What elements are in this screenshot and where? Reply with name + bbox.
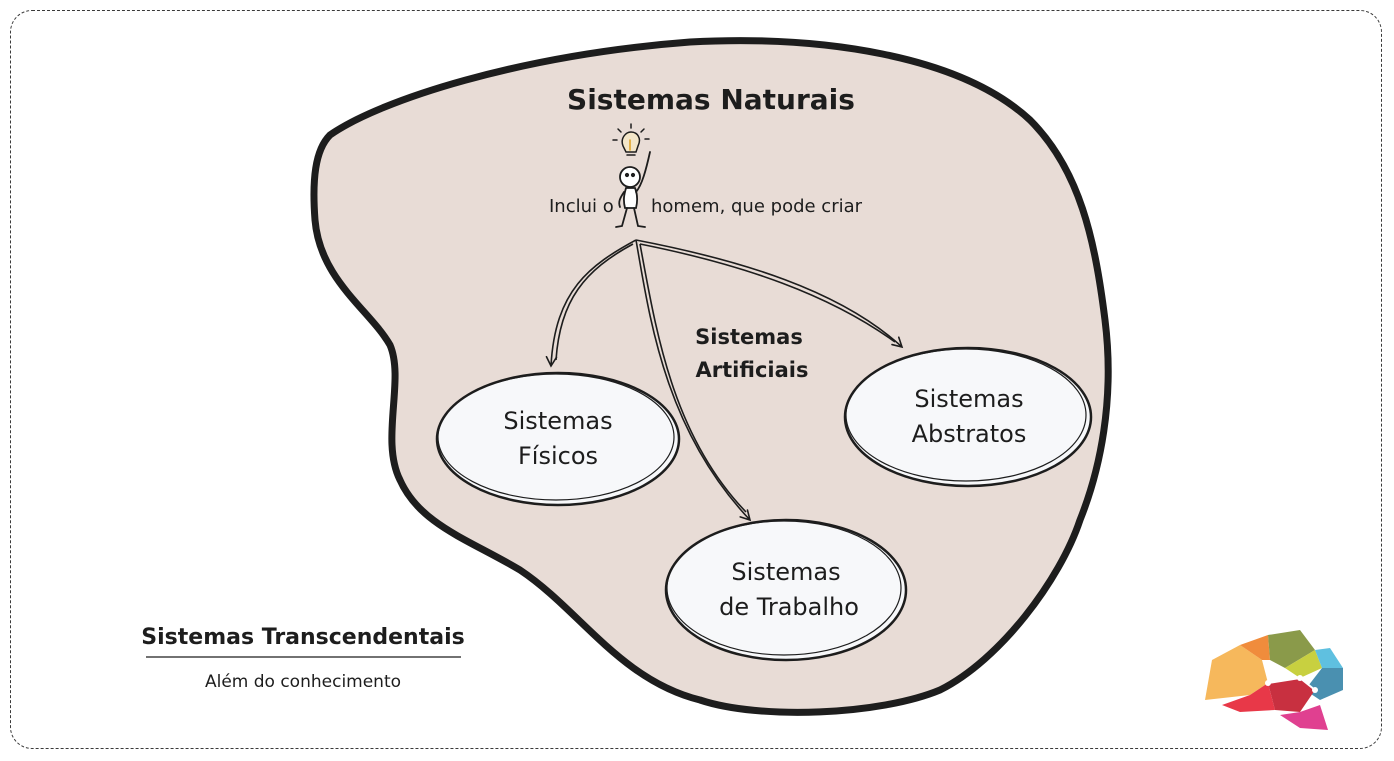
abstract-systems-node: Sistemas Abstratos — [843, 346, 1093, 488]
abstract-line1: Sistemas — [914, 385, 1023, 413]
physical-line2: Físicos — [518, 442, 598, 470]
artificial-label-line1: Sistemas — [695, 325, 803, 349]
abstract-line2: Abstratos — [912, 420, 1027, 448]
natural-systems-region — [310, 37, 1112, 716]
work-systems-node: Sistemas de Trabalho — [664, 518, 908, 662]
natural-caption-left: Inclui o — [549, 196, 614, 217]
arrow-to-physical — [545, 239, 637, 368]
natural-caption-right: homem, que pode criar — [651, 196, 863, 217]
work-line1: Sistemas — [731, 558, 840, 586]
natural-systems-title: Sistemas Naturais — [567, 83, 855, 116]
physical-line1: Sistemas — [503, 407, 612, 435]
transcendental-caption: Além do conhecimento — [205, 672, 401, 692]
arrow-to-abstract — [635, 239, 904, 349]
stick-figure-icon — [615, 151, 651, 228]
brain-logo-icon — [1205, 630, 1343, 730]
work-line2: de Trabalho — [719, 593, 859, 621]
artificial-label-line2: Artificiais — [696, 358, 809, 382]
diagram-frame — [10, 10, 1382, 749]
lightbulb-icon — [612, 123, 650, 156]
physical-systems-node: Sistemas Físicos — [435, 371, 681, 507]
arrow-to-work — [635, 239, 752, 522]
transcendental-title: Sistemas Transcendentais — [141, 625, 464, 650]
